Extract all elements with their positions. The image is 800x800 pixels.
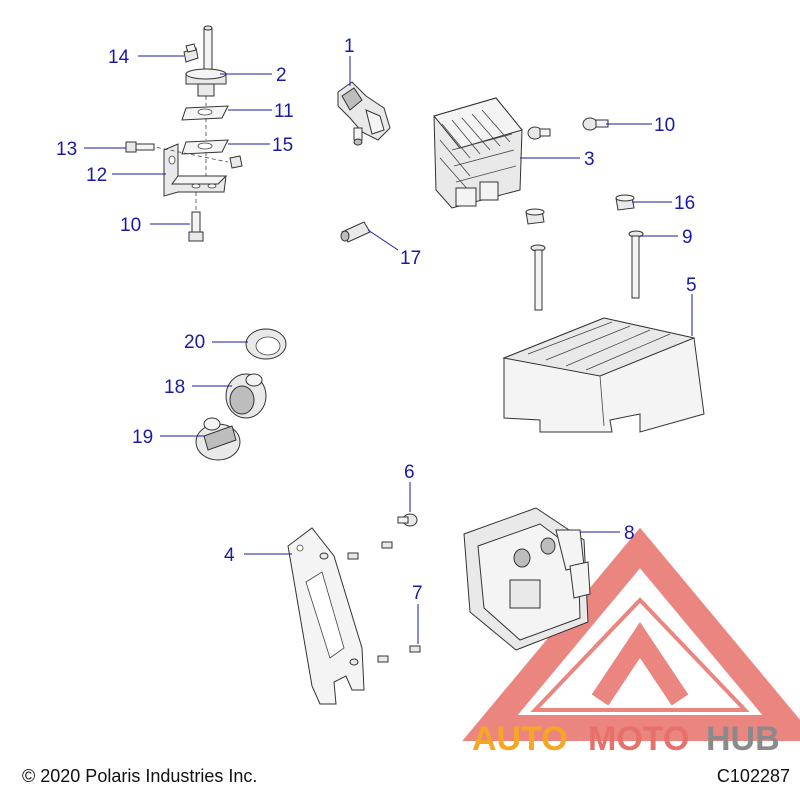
part-1-sensor bbox=[337, 81, 391, 146]
copyright-notice: © 2020 Polaris Industries Inc. bbox=[22, 766, 258, 786]
callout-9: 9 bbox=[682, 227, 693, 248]
callout-3: 3 bbox=[584, 149, 595, 170]
callout-16: 16 bbox=[674, 193, 695, 214]
part-14-nut bbox=[183, 43, 199, 63]
callout-15: 15 bbox=[272, 135, 293, 156]
part-16-nut bbox=[615, 194, 635, 211]
nut-center bbox=[525, 208, 545, 225]
part-15-gasket bbox=[181, 139, 229, 155]
watermark-text-hub: HUB bbox=[706, 720, 780, 758]
leader-lines bbox=[84, 55, 693, 644]
bracket-nut bbox=[229, 155, 243, 169]
callout-10-right: 10 bbox=[654, 115, 675, 136]
callout-14: 14 bbox=[108, 47, 130, 68]
drawing-number: C102287 bbox=[716, 766, 790, 786]
part-10-bolt-right bbox=[582, 117, 609, 131]
part-2-sensor-shaft bbox=[185, 25, 227, 97]
callout-17: 17 bbox=[400, 248, 421, 269]
callout-4: 4 bbox=[224, 545, 235, 566]
watermark-text: AUTO MOTO HUB bbox=[472, 720, 780, 758]
screws-group bbox=[347, 541, 421, 663]
watermark-logo bbox=[462, 527, 800, 741]
callout-7: 7 bbox=[412, 583, 423, 604]
part-10-bolt-left bbox=[188, 211, 204, 242]
long-bolt-left bbox=[530, 244, 546, 311]
part-5-cover bbox=[502, 317, 705, 433]
callout-18: 18 bbox=[164, 377, 185, 398]
watermark-text-moto: MOTO bbox=[588, 720, 689, 758]
watermark-text-auto: AUTO bbox=[472, 720, 568, 758]
callout-1: 1 bbox=[344, 36, 355, 57]
callout-12: 12 bbox=[86, 165, 107, 186]
callout-13: 13 bbox=[56, 139, 77, 160]
part-12-bracket bbox=[163, 143, 228, 197]
callout-10-left: 10 bbox=[120, 215, 141, 236]
part-3-regulator bbox=[433, 97, 523, 209]
part-9-long-bolt bbox=[628, 230, 644, 299]
callout-6: 6 bbox=[404, 462, 415, 483]
part-20-ring-nut bbox=[245, 328, 287, 360]
callout-5: 5 bbox=[686, 275, 697, 296]
callout-19: 19 bbox=[132, 427, 153, 448]
part-19-cap bbox=[195, 417, 241, 461]
part-4-mounting-plate bbox=[287, 527, 365, 705]
part-6-screw bbox=[397, 513, 418, 527]
callout-2: 2 bbox=[276, 65, 287, 86]
bolt-near-regulator bbox=[527, 126, 551, 140]
part-17-plug bbox=[340, 221, 371, 243]
callout-11: 11 bbox=[274, 101, 294, 122]
callout-8: 8 bbox=[624, 523, 635, 544]
callout-20: 20 bbox=[184, 332, 205, 353]
part-11-gasket bbox=[181, 105, 229, 121]
part-13-bolt bbox=[125, 141, 155, 153]
part-8-ecu bbox=[463, 507, 591, 651]
part-18-socket bbox=[225, 373, 267, 419]
